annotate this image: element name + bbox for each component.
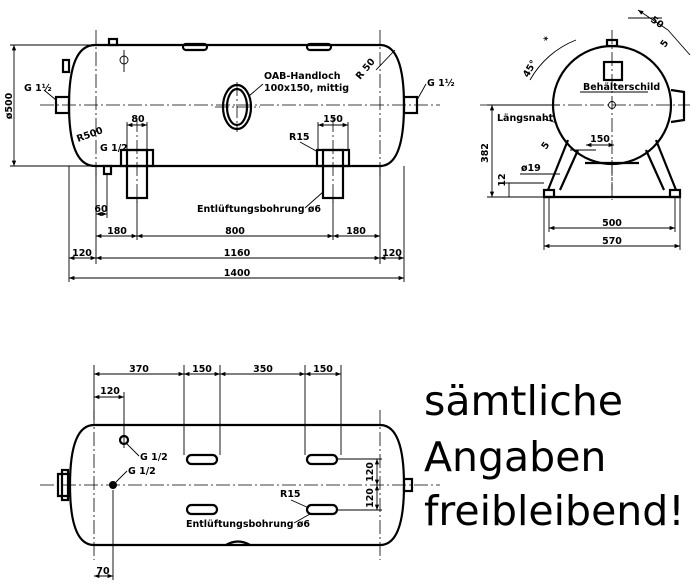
dim-45-star: *: [542, 35, 552, 47]
label-handhole-1: OAB-Handloch: [264, 71, 341, 82]
label-handhole-2: 100x150, mittig: [264, 83, 349, 94]
dim-60: 60: [94, 204, 108, 215]
dim-dia-19: ø19: [521, 163, 541, 174]
label-seam: Längsnaht: [497, 113, 554, 124]
dim-5-mid: 5: [539, 140, 552, 152]
note-line-3: freibleibend!: [424, 487, 685, 535]
dim-350: 350: [253, 364, 273, 375]
dim-120-r2: 120: [365, 488, 376, 508]
note-line-2: Angaben: [424, 433, 606, 481]
dim-12: 12: [497, 173, 508, 186]
label-g-left: G 1½: [24, 83, 52, 94]
dim-120-right: 120: [382, 248, 402, 259]
dim-370: 370: [129, 364, 149, 375]
label-nameplate: Behälterschild: [583, 82, 660, 93]
foot-right: [315, 118, 351, 205]
label-r50: R 50: [354, 56, 378, 82]
dim-150-a: 150: [192, 364, 212, 375]
dim-80: 80: [131, 114, 145, 125]
end-view: Behälterschild 50 5 45° * Längsnaht 382 …: [480, 9, 691, 250]
dim-120-left: 120: [72, 248, 92, 259]
label-g-b: G 1/2: [128, 466, 156, 477]
dim-150-end: 150: [590, 134, 610, 145]
dim-70: 70: [96, 566, 110, 577]
dim-120-r1: 120: [365, 462, 376, 482]
dim-500: 500: [602, 218, 622, 229]
dim-180-right: 180: [346, 226, 366, 237]
note-line-1: sämtliche: [424, 377, 623, 425]
label-vent-top: Entlüftungsbohrung ø6: [186, 519, 310, 530]
dim-50: 50: [648, 14, 665, 31]
label-r15-top: R15: [280, 489, 301, 500]
side-view: ø500 80 150 60 180 800 180 120 1160: [4, 30, 455, 282]
dim-180-left: 180: [107, 226, 127, 237]
label-g-right: G 1½: [427, 78, 455, 89]
foot-left: [119, 118, 155, 205]
label-r15: R15: [289, 132, 310, 143]
dim-382: 382: [480, 143, 491, 163]
disclaimer-note: sämtliche Angaben freibleibend!: [424, 377, 685, 535]
dim-150: 150: [323, 114, 343, 125]
label-g-half: G 1/2: [100, 143, 128, 154]
dim-800: 800: [225, 226, 245, 237]
dim-150-b: 150: [313, 364, 333, 375]
top-view: 370 150 350 150 120 120 120 70 G 1/2 G 1…: [40, 364, 440, 580]
nameplate: [602, 60, 624, 82]
label-r500: R500: [75, 125, 105, 145]
dim-1400: 1400: [224, 268, 251, 279]
dim-1160: 1160: [224, 248, 251, 259]
label-vent-side: Entlüftungsbohrung ø6: [197, 204, 321, 215]
dim-570: 570: [602, 236, 622, 247]
dim-120-top: 120: [100, 386, 120, 397]
dim-5-top: 5: [658, 38, 671, 50]
label-g-a: G 1/2: [140, 452, 168, 463]
dim-diameter-500: ø500: [4, 92, 15, 119]
